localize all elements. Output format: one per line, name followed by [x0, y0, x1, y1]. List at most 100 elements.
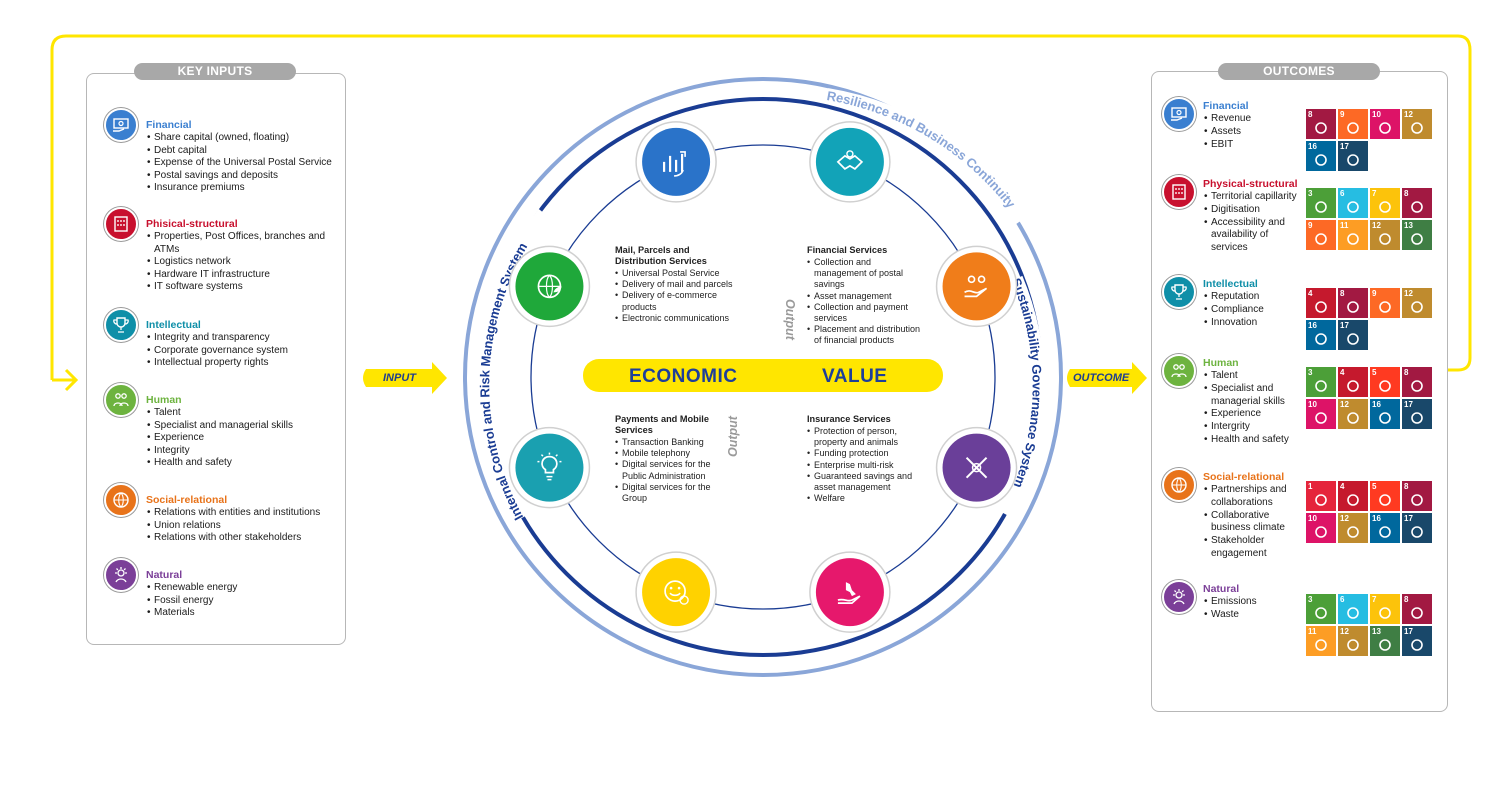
- financial-services-list: Collection and management of postal savi…: [807, 257, 925, 347]
- capital-item: Integrity: [147, 445, 337, 458]
- handshake-icon: [809, 121, 891, 203]
- money-hand-icon: [104, 108, 138, 142]
- outcome-arrow: [1067, 362, 1147, 394]
- service-item: Digital services for the Group: [615, 482, 723, 504]
- capital-item: Logistics network: [147, 256, 337, 269]
- capital-item: Renewable energy: [147, 582, 337, 595]
- value-word: VALUE: [822, 366, 888, 387]
- people-icon: [1162, 354, 1196, 388]
- capital-item: Insurance premiums: [147, 182, 337, 195]
- capital-item: EBIT: [1204, 139, 1304, 152]
- output-label-top: Output: [783, 299, 797, 341]
- capital-item: Specialist and managerial skills: [1204, 383, 1304, 409]
- capital-item: Specialist and managerial skills: [147, 420, 337, 433]
- capital-item: Experience: [1204, 408, 1304, 421]
- capital-item: Partnerships and collaborations: [1204, 484, 1304, 510]
- capital-title: Natural: [1203, 583, 1240, 595]
- sdg-17-icon: 17: [1402, 399, 1432, 429]
- people-icon: [104, 383, 138, 417]
- capital-items: Territorial capillarityDigitisationAcces…: [1204, 191, 1304, 255]
- capital-title: Social-relational: [146, 494, 228, 506]
- capital-items: TalentSpecialist and managerial skillsEx…: [147, 407, 337, 470]
- capital-item: Talent: [147, 407, 337, 420]
- capital-item: Reputation: [1204, 291, 1304, 304]
- sdg-11-icon: 11: [1306, 626, 1336, 656]
- sdg-17-icon: 17: [1402, 513, 1432, 543]
- capital-title: Social-relational: [1203, 471, 1285, 483]
- capital-item: Assets: [1204, 126, 1304, 139]
- sdg-8-icon: 8: [1338, 288, 1368, 318]
- service-item: Placement and distribution of financial …: [807, 324, 925, 346]
- sdg-17-icon: 17: [1338, 320, 1368, 350]
- capital-items: Share capital (owned, floating)Debt capi…: [147, 132, 337, 195]
- sdg-17-icon: 17: [1338, 141, 1368, 171]
- outcomes-title: OUTCOMES: [1218, 63, 1380, 80]
- sdg-7-icon: 7: [1370, 188, 1400, 218]
- sdg-4-icon: 4: [1338, 481, 1368, 511]
- sdg-12-icon: 12: [1338, 513, 1368, 543]
- capital-item: Intergrity: [1204, 421, 1304, 434]
- capital-title: Intellectual: [1203, 278, 1258, 290]
- economic-value-bar: [583, 359, 943, 392]
- sdg-5-icon: 5: [1370, 481, 1400, 511]
- capital-title: Phisical-structural: [146, 218, 238, 230]
- building-icon: [1162, 175, 1196, 209]
- capital-item: Corporate governance system: [147, 345, 337, 358]
- hand-italy-icon: [809, 551, 891, 633]
- chart-growth-icon: [635, 121, 717, 203]
- sdg-8-icon: 8: [1402, 367, 1432, 397]
- service-item: Guaranteed savings and asset management: [807, 471, 917, 493]
- sdg-8-icon: 8: [1306, 109, 1336, 139]
- capital-item: Waste: [1204, 609, 1304, 622]
- sdg-17-icon: 17: [1402, 626, 1432, 656]
- capital-item: Compliance: [1204, 304, 1304, 317]
- sdg-6-icon: 6: [1338, 594, 1368, 624]
- sdg-3-icon: 3: [1306, 367, 1336, 397]
- payments-services-title: Payments and Mobile Services: [615, 414, 709, 435]
- mail-services-list: Universal Postal ServiceDelivery of mail…: [615, 268, 740, 324]
- service-item: Enterprise multi-risk: [807, 460, 917, 471]
- capital-item: Health and safety: [147, 457, 337, 470]
- capital-item: Territorial capillarity: [1204, 191, 1304, 204]
- service-item: Collection and payment services: [807, 302, 925, 324]
- capital-item: Postal savings and deposits: [147, 170, 337, 183]
- sdg-16-icon: 16: [1306, 141, 1336, 171]
- lightbulb-icon: [508, 426, 591, 509]
- capital-title: Natural: [146, 569, 183, 581]
- globe-icon: [104, 483, 138, 517]
- sdg-12-icon: 12: [1402, 109, 1432, 139]
- sdg-4-icon: 4: [1338, 367, 1368, 397]
- outer-ring-light: [463, 77, 1063, 677]
- smile-coin-icon: [635, 551, 717, 633]
- capital-item: IT software systems: [147, 281, 337, 294]
- sdg-8-icon: 8: [1402, 481, 1432, 511]
- capital-item: Materials: [147, 607, 337, 620]
- service-item: Protection of person, property and anima…: [807, 426, 917, 448]
- capital-title: Human: [1203, 357, 1239, 369]
- capital-item: Accessibility and availability of servic…: [1204, 217, 1304, 255]
- capital-item: Talent: [1204, 370, 1304, 383]
- service-item: Delivery of mail and parcels: [615, 279, 740, 290]
- capital-item: Revenue: [1204, 113, 1304, 126]
- capital-title: Physical-structural: [1203, 178, 1298, 190]
- capital-item: Stakeholder engagement: [1204, 535, 1304, 561]
- sdg-9-icon: 9: [1370, 288, 1400, 318]
- capital-item: Health and safety: [1204, 434, 1304, 447]
- mail-services-title: Mail, Parcels and Distribution Services: [615, 245, 707, 266]
- capital-items: Properties, Post Offices, branches and A…: [147, 231, 337, 294]
- sdg-5-icon: 5: [1370, 367, 1400, 397]
- payments-services-list: Transaction BankingMobile telephonyDigit…: [615, 437, 723, 504]
- key-inputs-title: KEY INPUTS: [134, 63, 296, 80]
- outcome-label: OUTCOME: [1073, 372, 1130, 384]
- capital-item: Hardware IT infrastructure: [147, 269, 337, 282]
- service-item: Collection and management of postal savi…: [807, 257, 925, 291]
- sdg-13-icon: 13: [1402, 220, 1432, 250]
- service-item: Universal Postal Service: [615, 268, 740, 279]
- capital-items: RevenueAssetsEBIT: [1204, 113, 1304, 151]
- insurance-services-list: Protection of person, property and anima…: [807, 426, 917, 505]
- capital-item: Relations with other stakeholders: [147, 532, 337, 545]
